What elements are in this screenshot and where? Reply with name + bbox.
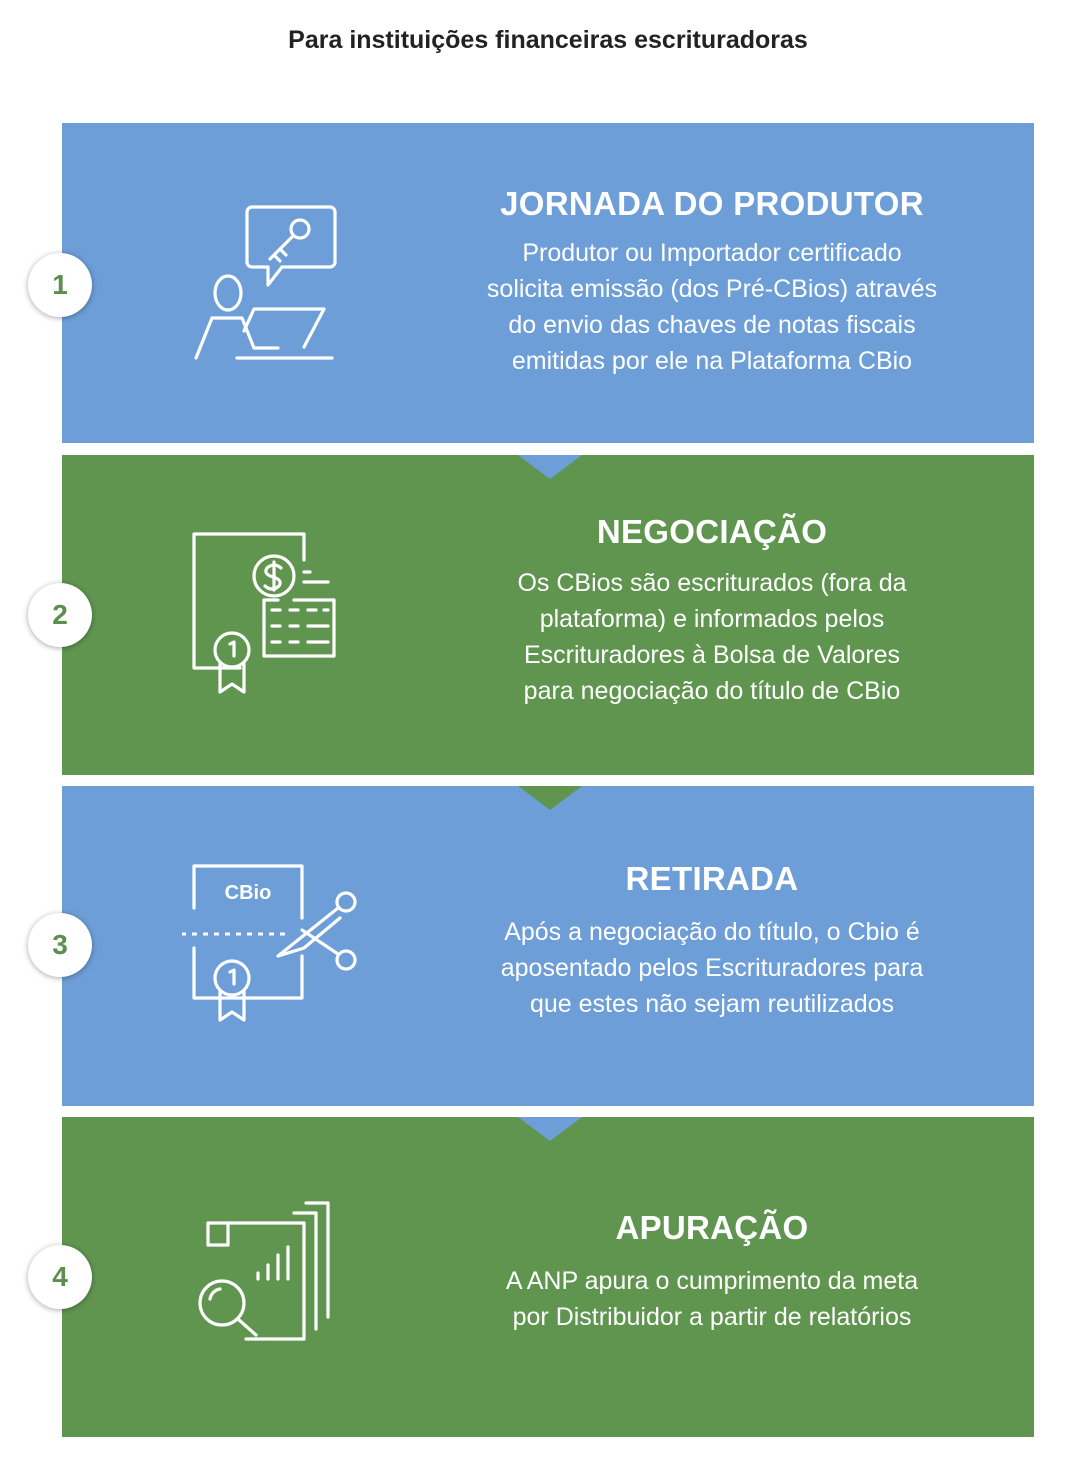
step-2-number-badge: 2	[28, 583, 92, 647]
step-1-number-badge: 1	[28, 253, 92, 317]
step-1-line-1: Produtor ou Importador certificado	[522, 239, 902, 267]
step-3-description: Após a negociação do título, o Cbio é ap…	[432, 914, 992, 1022]
step-4-title: APURAÇÃO	[615, 1209, 809, 1246]
step-3-title: RETIRADA	[625, 860, 799, 897]
step-4-panel: APURAÇÃO A ANP apura o cumprimento da me…	[62, 1117, 1034, 1437]
step-1-line-4: emitidas por ele na Plataforma CBio	[511, 347, 913, 375]
step-3-panel: CBio RETIRADA Após a negociação do títul…	[62, 786, 1034, 1106]
report-magnifier-icon	[182, 1199, 342, 1354]
step-2-line-2: plataforma) e informados pelos	[539, 605, 885, 633]
person-laptop-key-icon	[182, 203, 342, 373]
page-title: Para instituições financeiras escriturad…	[288, 26, 808, 54]
step-3-number-badge: 3	[28, 913, 92, 977]
certificate-scissors-icon: CBio	[170, 860, 372, 1035]
cbio-label: CBio	[224, 882, 272, 904]
step-2-panel: NEGOCIAÇÃO Os CBios são escriturados (fo…	[62, 455, 1034, 775]
step-4-line-2: por Distribuidor a partir de relatórios	[512, 1303, 912, 1331]
step-1-panel: JORNADA DO PRODUTOR Produtor ou Importad…	[62, 123, 1034, 443]
step-3-line-1: Após a negociação do título, o Cbio é	[504, 918, 920, 946]
step-3-line-2: aposentado pelos Escrituradores para	[500, 954, 924, 982]
step-1-title: JORNADA DO PRODUTOR	[500, 185, 924, 222]
step-2-line-3: Escrituradores à Bolsa de Valores	[523, 641, 901, 669]
step-4-line-1: A ANP apura o cumprimento da meta	[505, 1267, 919, 1295]
step-1-line-3: do envio das chaves de notas fiscais	[508, 311, 916, 339]
step-1-line-2: solicita emissão (dos Pré-CBios) através	[486, 275, 938, 303]
step-2-line-1: Os CBios são escriturados (fora da	[517, 569, 907, 597]
certificate-calculator-icon	[182, 530, 342, 705]
arrow-down-icon	[518, 1117, 582, 1141]
arrow-down-icon	[518, 786, 582, 810]
step-2-title: NEGOCIAÇÃO	[596, 513, 828, 550]
step-4-description: A ANP apura o cumprimento da meta por Di…	[432, 1263, 992, 1335]
step-3-line-3: que estes não sejam reutilizados	[529, 990, 895, 1018]
step-1-description: Produtor ou Importador certificado solic…	[432, 235, 992, 379]
arrow-down-icon	[518, 455, 582, 479]
step-2-description: Os CBios são escriturados (fora da plata…	[432, 565, 992, 709]
step-2-line-4: para negociação do título de CBio	[523, 677, 901, 705]
step-4-number-badge: 4	[28, 1245, 92, 1309]
